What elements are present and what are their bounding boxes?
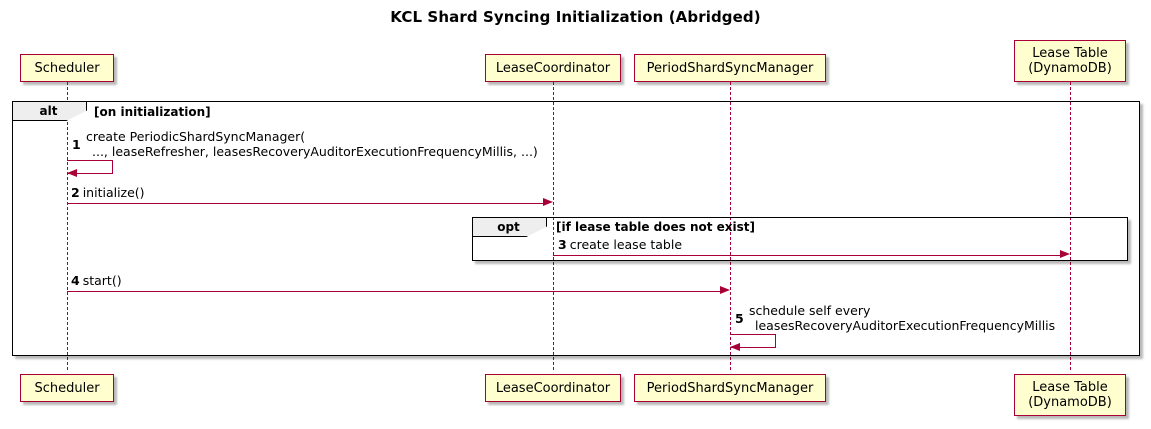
participant-scheduler-top[interactable]: Scheduler [20,54,114,82]
participant-periodshardsyncmanager-bottom[interactable]: PeriodShardSyncManager [634,374,826,402]
message-2-arrowhead [543,198,553,206]
message-5-line1: schedule self every [749,303,871,318]
participant-label-line2: (DynamoDB) [1028,61,1112,76]
fragment-alt-guard: [on initialization] [94,105,211,119]
participant-label-line2: (DynamoDB) [1028,395,1112,410]
message-1-line1: create PeriodicShardSyncManager( [86,129,306,144]
participant-scheduler-bottom[interactable]: Scheduler [20,374,114,402]
participant-label: LeaseCoordinator [495,60,611,76]
lifeline-leasecoordinator [553,82,554,370]
message-5-arrowhead [730,343,740,351]
participant-label: LeaseCoordinator [495,380,611,396]
message-5-text: 5 schedule self every leasesRecoveryAudi… [731,303,1055,333]
message-1-selfcall-loop [67,160,113,174]
participant-leasecoordinator-top[interactable]: LeaseCoordinator [485,54,621,82]
participant-label-line1: Lease Table [1032,380,1108,395]
message-4-line [67,291,721,292]
message-1-arrowhead [67,169,77,177]
message-3-line [553,255,1061,256]
message-1-text: 1 create PeriodicShardSyncManager( ..., … [68,129,538,159]
participant-label: Scheduler [34,380,100,396]
message-5-line2: leasesRecoveryAuditorExecutionFrequencyM… [755,318,1056,333]
participant-periodshardsyncmanager-top[interactable]: PeriodShardSyncManager [634,54,826,82]
message-1-line2: ..., leaseRefresher, leasesRecoveryAudit… [92,144,538,159]
message-4-label: start() [82,273,122,288]
participant-label-line1: Lease Table [1032,46,1108,61]
message-4-arrowhead [720,286,730,294]
message-3-label: create lease table [569,237,683,252]
participant-leasetable-bottom[interactable]: Lease Table (DynamoDB) [1014,374,1126,416]
participant-label: PeriodShardSyncManager [646,60,814,76]
fragment-opt-guard: [if lease table does not exist] [556,220,756,234]
fragment-alt-keyword: alt [13,102,87,121]
fragment-opt: opt [472,217,1128,261]
message-2-number: 2 [71,185,80,200]
message-5-number: 5 [735,311,744,326]
lifeline-scheduler [67,82,68,370]
message-2-label: initialize() [82,185,145,200]
participant-label: PeriodShardSyncManager [646,380,814,396]
message-4-number: 4 [71,273,80,288]
fragment-opt-keyword: opt [473,218,547,237]
message-3-arrowhead [1060,250,1070,258]
page-title: KCL Shard Syncing Initialization (Abridg… [390,8,761,26]
message-3-number: 3 [558,237,567,252]
message-1-number: 1 [72,137,81,152]
message-2-line [67,203,544,204]
participant-leasetable-top[interactable]: Lease Table (DynamoDB) [1014,40,1126,82]
message-5-selfcall-loop [730,334,776,348]
lifeline-leasetable [1070,82,1071,370]
participant-label: Scheduler [34,60,100,76]
lifeline-periodshardsyncmanager [730,82,731,370]
fragment-alt: alt [12,101,1140,356]
participant-leasecoordinator-bottom[interactable]: LeaseCoordinator [485,374,621,402]
